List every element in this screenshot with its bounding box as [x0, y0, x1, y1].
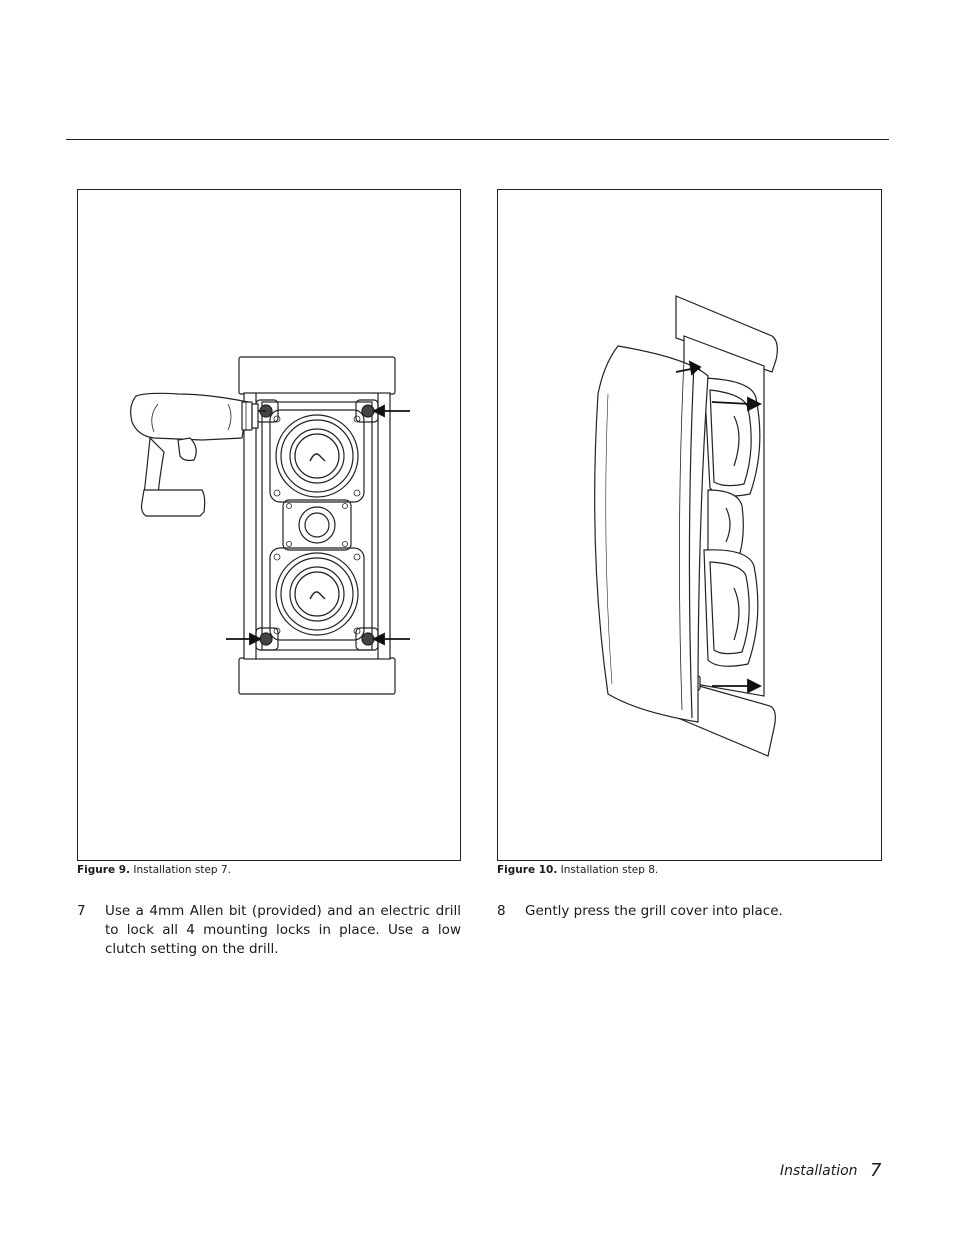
step-number: 8 — [497, 903, 506, 919]
bottom-cap — [238, 657, 396, 695]
step-number: 7 — [77, 903, 86, 919]
speaker-drill-diagram — [130, 356, 410, 695]
baffle — [261, 401, 373, 651]
header-rule — [66, 139, 889, 140]
step-text: Use a 4mm Allen bit (provided) and an el… — [105, 903, 461, 957]
drill-icon — [130, 392, 266, 517]
figure-caption-text: Installation step 8. — [560, 864, 659, 876]
bottom-cap — [677, 679, 776, 757]
arrows — [675, 360, 763, 694]
figure-label: Figure 10. — [497, 864, 558, 876]
page-number: 7 — [870, 1160, 882, 1181]
footer-section-title: Installation — [780, 1163, 858, 1179]
arrows — [226, 404, 410, 646]
grill-cover-diagram — [594, 295, 778, 757]
figure-9-illustration — [77, 189, 461, 861]
step-8: 8 Gently press the grill cover into plac… — [497, 902, 883, 924]
top-cap — [675, 295, 778, 373]
figure-9-caption: Figure 9. Installation step 7. — [77, 863, 231, 877]
figure-10-illustration — [497, 189, 882, 861]
step-7: 7 Use a 4mm Allen bit (provided) and an … — [77, 902, 463, 962]
figure-label: Figure 9. — [77, 864, 131, 876]
figure-10-caption: Figure 10. Installation step 8. — [497, 863, 658, 877]
step-text: Gently press the grill cover into place. — [525, 903, 783, 919]
top-cap — [238, 356, 396, 395]
figure-caption-text: Installation step 7. — [133, 864, 231, 876]
